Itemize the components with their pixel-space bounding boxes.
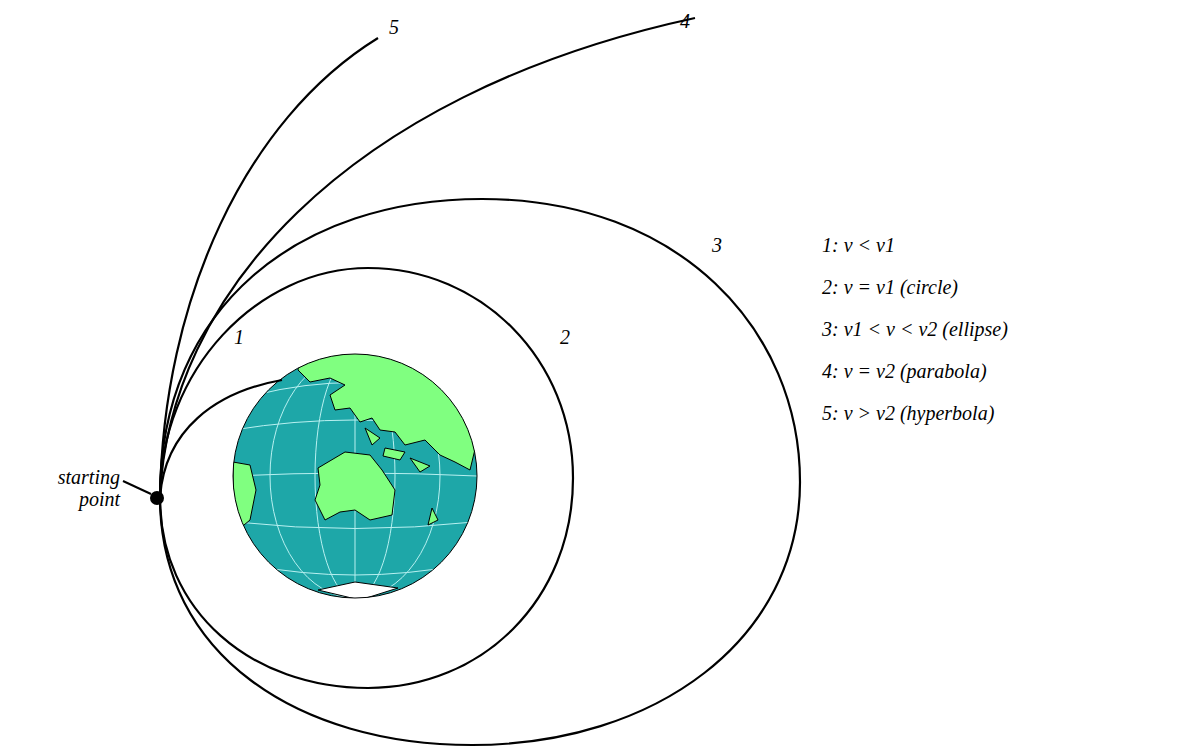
orbit-3	[160, 199, 800, 745]
callout-number: 1	[234, 326, 244, 348]
legend-line: 5: v > v2 (hyperbola)	[822, 402, 994, 424]
trajectories	[160, 18, 800, 745]
callout-number: 4	[680, 10, 690, 32]
legend-line: 2: v = v1 (circle)	[822, 276, 958, 298]
legend-line: 4: v = v2 (parabola)	[822, 360, 987, 382]
legend-line: 1: v < v1	[822, 234, 895, 256]
callout-number: 3	[712, 234, 722, 256]
callout-number: 2	[560, 326, 570, 348]
leader-line	[123, 481, 151, 494]
start-label: starting point	[38, 466, 120, 510]
orbit-2	[160, 268, 573, 688]
orbit-5	[160, 38, 378, 497]
legend-line: 3: v1 < v < v2 (ellipse)	[822, 318, 1008, 340]
callout-number: 5	[389, 16, 399, 38]
starting-dot	[150, 491, 164, 505]
orbit-4	[160, 18, 695, 497]
earth	[233, 352, 477, 600]
